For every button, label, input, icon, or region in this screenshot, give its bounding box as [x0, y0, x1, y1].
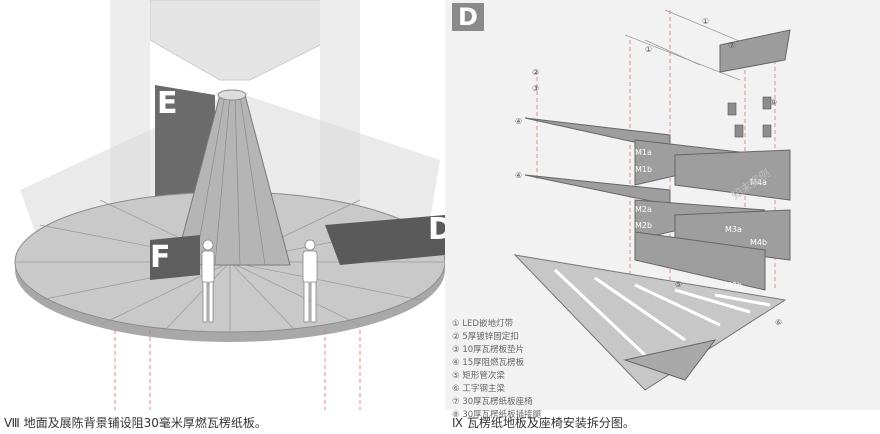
backdrop-panel-d: [325, 215, 445, 265]
callout-6: ⑥: [775, 318, 782, 327]
legend-item: ② 5厚镀锌固定扣: [452, 332, 519, 342]
cone-cap: [217, 89, 247, 101]
legend-item: ① LED嵌地灯带: [452, 319, 513, 329]
section-badge-d: D: [452, 3, 484, 31]
board-panel-m3: [634, 231, 766, 291]
panel-code-5: M4b: [750, 238, 767, 247]
exploded-assembly-panel: ① ① ⑦ ② ③ ④ ④ ⑧ ⑤ ⑥ M1a M1b M4a M2a M2b …: [445, 0, 880, 410]
legend: ① LED嵌地灯带 ② 5厚镀锌固定扣 ③ 10厚瓦楞板垫片 ④ 15厚阻燃瓦楞…: [452, 318, 541, 422]
panel-code-6: M3a: [725, 225, 742, 234]
legend-item: ③ 10厚瓦楞板垫片: [452, 345, 525, 355]
label-f: F: [150, 240, 171, 275]
caption-left: Ⅷ 地面及展陈背景铺设阻30毫米厚燃瓦楞纸板。: [4, 416, 267, 430]
panel-code-0: M1a: [635, 148, 652, 157]
hopper-shape: [149, 0, 331, 81]
floor-axonometric-drawing: [14, 0, 446, 410]
panel-codes: M1a M1b M4a M2a M2b M4b M3a M3b: [635, 148, 767, 290]
board-strip-2: [524, 174, 671, 206]
label-e: E: [157, 86, 178, 121]
legend-item: ④ 15厚阻燃瓦楞板: [452, 358, 525, 368]
legend-item: ⑦ 30厚瓦楞纸板座椅: [452, 397, 533, 407]
seat-panel: [719, 29, 791, 73]
dashed-supports: [114, 330, 361, 410]
board-panel-m4a: [674, 149, 791, 201]
truss-members: [553, 268, 771, 357]
callout-5: ⑤: [675, 280, 682, 289]
callouts: ① ① ⑦ ② ③ ④ ④ ⑧ ⑤ ⑥: [515, 17, 782, 327]
human-figures: [201, 239, 318, 323]
callout-4a: ④: [515, 117, 522, 126]
board-strip-1: [524, 117, 671, 151]
panel-code-4: M2b: [635, 221, 652, 230]
callout-3: ③: [532, 84, 539, 93]
callout-8: ⑧: [770, 98, 777, 107]
callout-4b: ④: [515, 171, 522, 180]
callout-1: ①: [702, 17, 709, 26]
panel-code-1: M1b: [635, 165, 652, 174]
callout-1b: ①: [645, 45, 652, 54]
panel-code-2: M4a: [750, 178, 767, 187]
callout-7: ⑦: [728, 41, 735, 50]
panel-code-7: M3b: [725, 281, 742, 290]
panel-code-3: M2a: [635, 205, 652, 214]
callout-2: ②: [532, 68, 539, 77]
floor-axonometric-panel: E F D: [0, 0, 453, 410]
legend-item: ⑤ 矩形管次梁: [452, 371, 505, 381]
exploded-assembly-drawing: ① ① ⑦ ② ③ ④ ④ ⑧ ⑤ ⑥ M1a M1b M4a M2a M2b …: [513, 9, 791, 391]
legend-item: ⑥ 工字钢主梁: [452, 384, 505, 394]
backdrop-panel-f: [150, 235, 200, 280]
truss-arc-seat: [623, 339, 717, 381]
caption-right: Ⅸ 瓦楞纸地板及座椅安装拆分图。: [452, 416, 635, 430]
truss-frame: [513, 254, 787, 391]
seat-legs: [727, 96, 772, 138]
legend-item: ⑧ 30厚瓦楞纸板插接腿: [452, 410, 542, 420]
